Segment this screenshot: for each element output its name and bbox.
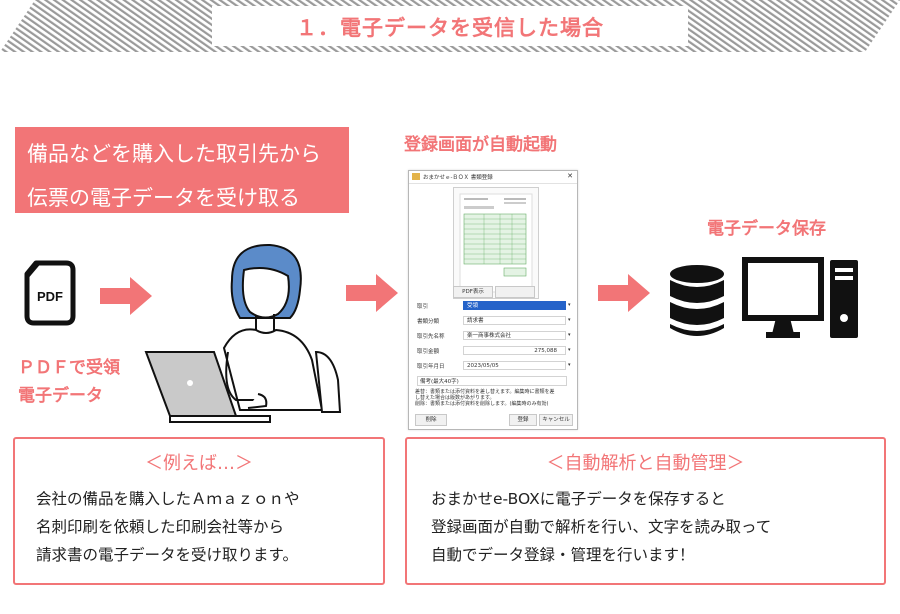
dialog-titlebar: おまかせｅ-ＢＯＸ 書類登録 ✕	[409, 171, 577, 184]
example-box-body: 会社の備品を購入したＡｍａｚｏｎや 名刺印刷を依頼した印刷会社等から 請求書の電…	[36, 485, 300, 569]
cancel-button[interactable]: キャンセル	[539, 414, 573, 426]
chevron-down-icon[interactable]: ▾	[568, 317, 571, 323]
analysis-line-3: 自動でデータ登録・管理を行います！	[431, 546, 695, 564]
chevron-down-icon[interactable]: ▾	[568, 332, 571, 338]
example-box: ＜例えば…＞ 会社の備品を購入したＡｍａｚｏｎや 名刺印刷を依頼した印刷会社等か…	[13, 437, 385, 585]
screen-caption: 登録画面が自動起動	[404, 135, 557, 155]
analysis-line-1: おまかせe-BOXに電子データを保存すると	[431, 490, 726, 508]
doc-type-select[interactable]: 請求書	[463, 316, 566, 325]
callout-line-2: 伝票の電子データを受け取る	[27, 186, 300, 210]
dialog-title: おまかせｅ-ＢＯＸ 書類登録	[423, 175, 493, 181]
partner-select[interactable]: 楽一商事株式会社	[463, 331, 566, 340]
database-icon	[670, 265, 724, 336]
amount-input[interactable]: 275,088	[463, 346, 566, 355]
arrow-right-icon	[598, 274, 650, 312]
chevron-down-icon[interactable]: ▾	[568, 362, 571, 368]
app-icon	[412, 173, 420, 180]
replace-button[interactable]	[495, 286, 535, 298]
arrow-right-icon	[100, 277, 152, 315]
analysis-line-2: 登録画面が自動で解析を行い、文字を読み取って	[431, 518, 772, 536]
registration-dialog: おまかせｅ-ＢＯＸ 書類登録 ✕ PDF表示 取引 受領 ▾	[408, 170, 578, 430]
date-input[interactable]: 2023/05/05	[463, 361, 566, 370]
register-button[interactable]: 登録	[509, 414, 537, 426]
person-with-laptop-illustration	[144, 243, 342, 423]
note-line-3: 削除：書類または添付資料を削除します。(編集時のみ有効)	[415, 401, 549, 408]
page-title: １．電子データを受信した場合	[296, 16, 604, 40]
row-label-transaction: 取引	[417, 304, 429, 310]
pdf-caption: ＰＤＦで受領 電子データ	[18, 354, 120, 410]
memo-field[interactable]: 備考(最大40字)	[417, 376, 567, 386]
pdf-icon-label: PDF	[37, 289, 63, 304]
pdf-view-button[interactable]: PDF表示	[453, 286, 493, 298]
header-band	[0, 0, 900, 52]
delete-button[interactable]: 削除	[415, 414, 447, 426]
pdf-caption-line-1: ＰＤＦで受領	[18, 358, 120, 378]
callout-line-1: 備品などを購入した取引先から	[27, 142, 321, 166]
pdf-caption-line-2: 電子データ	[18, 386, 103, 406]
example-line-2: 名刺印刷を依頼した印刷会社等から	[36, 518, 285, 536]
analysis-box-body: おまかせe-BOXに電子データを保存すると 登録画面が自動で解析を行い、文字を読…	[431, 485, 771, 569]
example-line-1: 会社の備品を購入したＡｍａｚｏｎや	[36, 490, 300, 508]
close-icon[interactable]: ✕	[567, 172, 573, 180]
invoice-thumbnail	[459, 193, 533, 293]
note-line-1: 差替：書類または添付資料を差し替えます。編集時に書類を差	[415, 389, 555, 395]
save-caption: 電子データ保存	[707, 219, 826, 239]
example-box-title: ＜例えば…＞	[145, 453, 253, 474]
row-label-doc-type: 書類分類	[417, 319, 440, 325]
row-label-date: 取引年月日	[417, 364, 445, 370]
chevron-down-icon[interactable]: ▾	[568, 347, 571, 353]
note-line-2: し替えた場合は版数があがります。	[415, 395, 495, 402]
document-preview	[453, 187, 539, 299]
callout-box: 備品などを購入した取引先から 伝票の電子データを受け取る	[15, 127, 349, 213]
dialog-notes: 差替：書類または添付資料を差し替えます。編集時に書類を差 し替えた場合は版数があ…	[415, 389, 571, 411]
transaction-select[interactable]: 受領	[463, 301, 566, 310]
example-line-3: 請求書の電子データを受け取ります。	[36, 546, 298, 564]
chevron-down-icon[interactable]: ▾	[568, 302, 571, 308]
analysis-box: ＜自動解析と自動管理＞ おまかせe-BOXに電子データを保存すると 登録画面が自…	[405, 437, 886, 585]
row-label-partner: 取引先名称	[417, 334, 445, 340]
arrow-right-icon	[346, 274, 398, 312]
pdf-file-icon: PDF	[24, 260, 76, 326]
analysis-box-title: ＜自動解析と自動管理＞	[546, 453, 745, 474]
row-label-amount: 取引金額	[417, 349, 440, 355]
computer-icon	[742, 257, 858, 338]
